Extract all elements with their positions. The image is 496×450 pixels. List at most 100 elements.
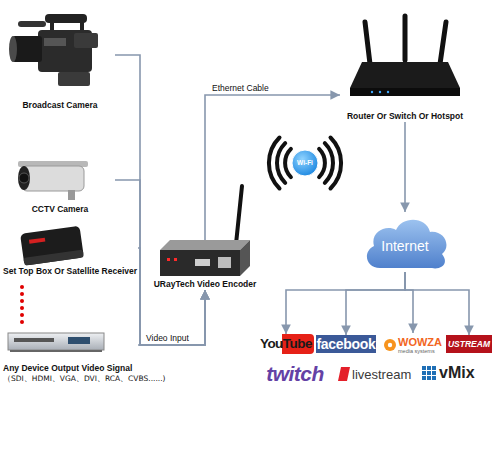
set-top-box-icon bbox=[20, 226, 84, 266]
wifi-circle bbox=[292, 150, 318, 176]
red-dot bbox=[20, 299, 24, 303]
router-antenna bbox=[440, 22, 446, 64]
cctv-body bbox=[22, 166, 84, 191]
connector-label: Video Input bbox=[146, 333, 189, 343]
node-text: CCTV Camera bbox=[32, 204, 89, 215]
cloud-shape bbox=[367, 220, 447, 269]
vmix-cell bbox=[422, 371, 426, 375]
device-box: Any Device Output Video Signal（SDI、HDMI、… bbox=[3, 328, 138, 384]
vmix-cell bbox=[432, 376, 436, 380]
wifi-badge: Wi-Fi bbox=[291, 149, 319, 177]
logo-box: facebook bbox=[316, 335, 376, 353]
node-text: Any Device Output Video Signal bbox=[3, 363, 132, 374]
vmix-cell bbox=[427, 376, 431, 380]
connector bbox=[405, 272, 469, 335]
wifi-wave bbox=[269, 138, 280, 189]
dvd-body bbox=[8, 333, 104, 350]
camera-mic bbox=[18, 21, 46, 27]
connector bbox=[138, 290, 205, 345]
vmix-cell bbox=[427, 371, 431, 375]
camera-panel bbox=[44, 38, 66, 46]
connector bbox=[286, 272, 405, 334]
cctv-camera-icon bbox=[18, 161, 88, 200]
dvd-player-icon bbox=[8, 333, 104, 352]
dvd-tray bbox=[14, 338, 54, 342]
red-dot bbox=[20, 285, 24, 289]
node-text: YouTube bbox=[260, 336, 312, 352]
router-led bbox=[371, 91, 373, 93]
wifi-wave bbox=[277, 143, 285, 183]
encoder-side bbox=[240, 240, 250, 276]
cctv-bracket bbox=[68, 190, 75, 200]
wowza-sun-core bbox=[388, 343, 392, 347]
device-box: Broadcast Camera bbox=[5, 5, 115, 111]
red-dot bbox=[20, 313, 24, 317]
encoder-top bbox=[160, 240, 250, 250]
connector bbox=[115, 180, 205, 345]
router-front bbox=[350, 88, 460, 96]
box-front bbox=[23, 249, 84, 265]
logo-box: twitch bbox=[262, 361, 328, 387]
router-icon bbox=[350, 16, 460, 96]
node-text: livestream bbox=[352, 367, 411, 382]
wifi-wave bbox=[319, 149, 325, 177]
node-text: （SDI、HDMI、VGA、DVI、RCA、CVBS......) bbox=[3, 374, 165, 384]
node-text: Router Or Switch Or Hotspot bbox=[347, 111, 463, 122]
encoder-box: URayTech Video Encoder bbox=[150, 240, 260, 290]
livestream-icon bbox=[338, 367, 350, 381]
node-text: twitch bbox=[266, 362, 324, 386]
router-antenna bbox=[403, 16, 408, 60]
router-antenna bbox=[365, 22, 370, 64]
camera-viewfinder bbox=[74, 33, 98, 48]
node-text: Internet bbox=[381, 238, 428, 254]
node-text: Set Top Box Or Satellite Receiver bbox=[3, 266, 137, 277]
logo-box: livestream bbox=[338, 365, 414, 383]
camera-lens-front bbox=[9, 36, 17, 62]
logo-box: YouTube bbox=[258, 334, 314, 354]
wifi-wave bbox=[331, 138, 342, 189]
ellipsis-dots bbox=[20, 285, 24, 324]
livestream-mark bbox=[338, 367, 350, 381]
connector bbox=[205, 95, 340, 240]
vmix-cell bbox=[432, 371, 436, 375]
vmix-cell bbox=[422, 376, 426, 380]
device-box: Set Top Box Or Satellite Receiver bbox=[2, 226, 138, 277]
cctv-lens bbox=[19, 173, 29, 183]
encoder-front bbox=[160, 250, 240, 276]
wifi-waves bbox=[269, 138, 341, 189]
box-logo bbox=[29, 238, 45, 244]
router-led bbox=[379, 91, 381, 93]
node-text: vMix bbox=[439, 364, 475, 382]
red-dot bbox=[20, 320, 24, 324]
device-box: CCTV Camera bbox=[5, 158, 115, 215]
vmix-cell bbox=[422, 366, 426, 370]
encoder-led bbox=[174, 258, 177, 261]
connector bbox=[115, 55, 205, 345]
node-text: Broadcast Camera bbox=[22, 100, 97, 111]
hdmi-port bbox=[195, 259, 210, 266]
node-text: URayTech Video Encoder bbox=[154, 279, 257, 290]
node-text: Wi-Fi bbox=[297, 159, 313, 167]
encoder-icon bbox=[160, 186, 250, 276]
wowza-icon bbox=[384, 339, 396, 351]
wifi-wave bbox=[285, 149, 291, 177]
node-text: facebook bbox=[316, 336, 375, 352]
connector bbox=[404, 122, 406, 212]
node-text: media systems bbox=[398, 348, 435, 355]
vmix-cell bbox=[432, 366, 436, 370]
broadcast-camera-icon bbox=[9, 14, 98, 86]
rj45-port bbox=[218, 257, 231, 268]
connector bbox=[405, 272, 413, 333]
cctv-lens-rim bbox=[18, 166, 30, 190]
encoder-led bbox=[167, 258, 170, 261]
dvd-base bbox=[10, 350, 102, 352]
wowza-sun bbox=[384, 339, 396, 351]
router-box: Router Or Switch Or Hotspot bbox=[340, 14, 470, 122]
connector-label: Ethernet Cable bbox=[212, 83, 269, 93]
node-text: WOWZA bbox=[398, 336, 442, 348]
red-dot bbox=[20, 306, 24, 310]
box-body bbox=[20, 226, 84, 266]
camera-shoulder-pad bbox=[58, 72, 90, 86]
red-dot bbox=[20, 292, 24, 296]
camera-handle bbox=[45, 14, 87, 23]
